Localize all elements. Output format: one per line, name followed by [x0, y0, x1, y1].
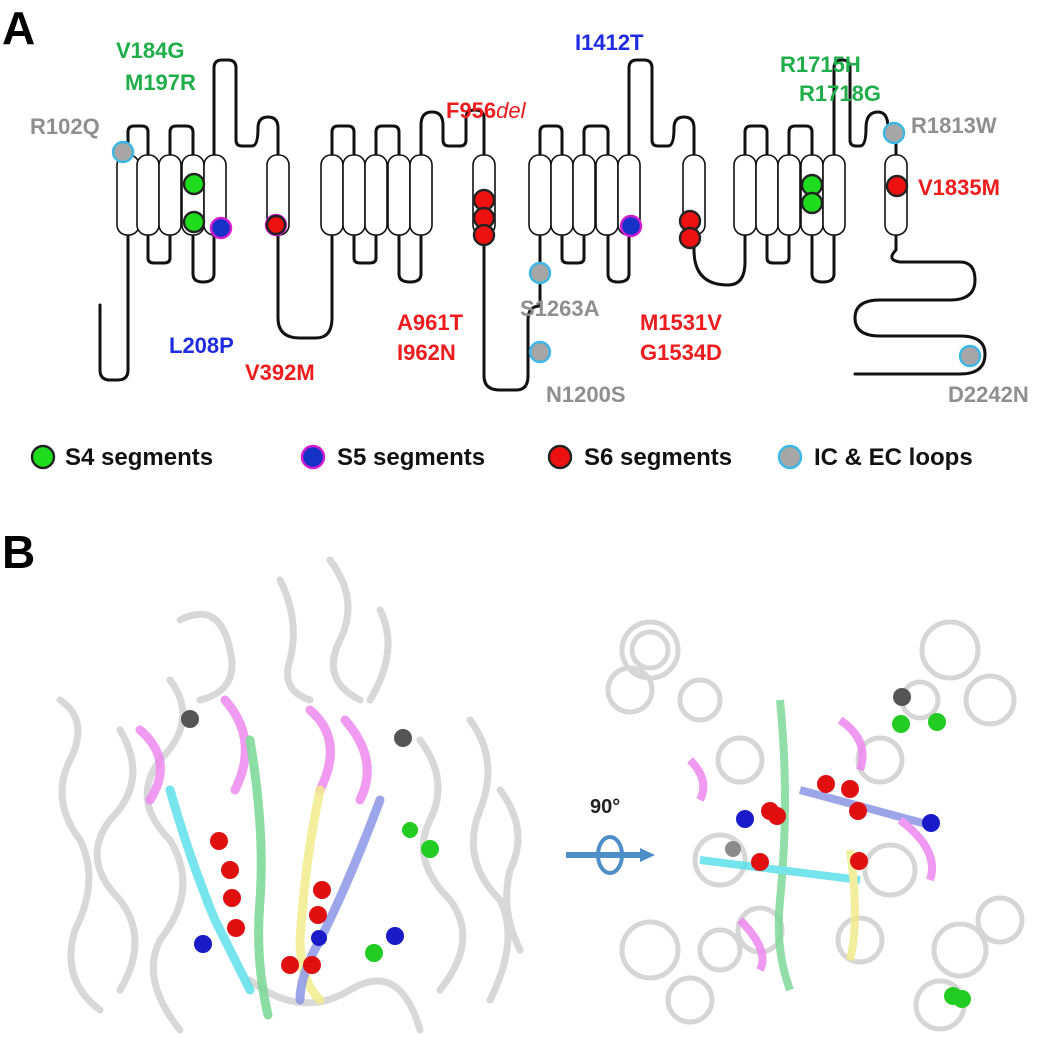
s6-dot — [472, 223, 496, 247]
mutation-dots — [111, 121, 982, 368]
legend-loop-label: IC & EC loops — [814, 444, 973, 471]
label-d2242n: D2242N — [948, 382, 1029, 407]
side-view-spheres — [181, 710, 439, 974]
label-v392m: V392M — [245, 360, 315, 385]
structure-side-view — [56, 556, 524, 1034]
label-i962n: I962N — [397, 340, 456, 365]
s4-dot — [182, 210, 206, 234]
loop-dot — [882, 121, 906, 145]
s6-sphere — [817, 775, 835, 793]
rotation-label: 90° — [590, 796, 620, 818]
loop-dot — [528, 340, 552, 364]
s6-sphere — [303, 956, 321, 974]
s4-sphere — [421, 840, 439, 858]
s6-dot — [265, 214, 287, 236]
s4-sphere — [402, 822, 418, 838]
label-v184g: V184G — [116, 38, 185, 63]
s6-sphere — [841, 780, 859, 798]
s6-sphere — [849, 802, 867, 820]
loop-dot — [528, 261, 552, 285]
label-l208p: L208P — [169, 333, 234, 358]
label-r1813w: R1813W — [911, 113, 997, 138]
s4-dot — [800, 191, 824, 215]
panel-b-label: B — [2, 526, 35, 578]
s4-sphere — [928, 713, 946, 731]
legend-s6-label: S6 segments — [584, 444, 732, 471]
s6-sphere — [227, 919, 245, 937]
label-i1412t: I1412T — [575, 30, 644, 55]
legend-s5-marker — [300, 444, 326, 470]
s6-sphere — [210, 832, 228, 850]
loop-sphere — [893, 688, 911, 706]
s6-sphere — [309, 906, 327, 924]
s6-sphere — [223, 889, 241, 907]
label-f956del: F956del — [446, 98, 527, 123]
s6-sphere — [850, 852, 868, 870]
s6-sphere — [751, 853, 769, 871]
loop-dot — [958, 344, 982, 368]
s4-sphere — [953, 990, 971, 1008]
s5-sphere — [736, 810, 754, 828]
s4-sphere — [365, 944, 383, 962]
s6-dot — [678, 226, 702, 250]
s5-sphere — [922, 814, 940, 832]
s6-sphere — [281, 956, 299, 974]
top-view-spheres — [725, 688, 971, 1008]
s4-dot — [182, 172, 206, 196]
legend-loop-marker — [777, 444, 803, 470]
label-m1531v: M1531V — [640, 310, 722, 335]
structure-top-view — [605, 619, 1025, 1032]
legend: S4 segments S5 segments S6 segments IC &… — [30, 444, 973, 471]
s5-sphere — [194, 935, 212, 953]
s5-sphere — [386, 927, 404, 945]
legend-s4-marker — [30, 444, 56, 470]
loop-sphere — [181, 710, 199, 728]
label-r1715h: R1715H — [780, 52, 861, 77]
s6-sphere — [221, 861, 239, 879]
s6-dot — [885, 174, 909, 198]
label-s1263a: S1263A — [520, 296, 600, 321]
panel-a-label: A — [2, 2, 35, 54]
legend-s5-label: S5 segments — [337, 444, 485, 471]
s6-sphere — [768, 807, 786, 825]
legend-s6-marker — [547, 444, 573, 470]
label-m197r: M197R — [125, 70, 196, 95]
loop-dot — [111, 140, 135, 164]
s5-sphere — [311, 930, 327, 946]
topology-backbone — [98, 58, 987, 392]
label-r1718g: R1718G — [799, 81, 881, 106]
rotation-indicator: 90° — [566, 796, 655, 875]
tm-segments — [116, 154, 908, 236]
s6-sphere — [313, 881, 331, 899]
label-g1534d: G1534D — [640, 340, 722, 365]
label-n1200s: N1200S — [546, 382, 626, 407]
legend-s4-label: S4 segments — [65, 444, 213, 471]
label-r102q: R102Q — [30, 114, 100, 139]
label-v1835m: V1835M — [918, 175, 1000, 200]
loop-sphere — [394, 729, 412, 747]
s5-dot — [619, 214, 643, 238]
s4-sphere — [892, 715, 910, 733]
label-a961t: A961T — [397, 310, 464, 335]
mutation-labels: V184G M197R R102Q L208P V392M F956del A9… — [30, 30, 1029, 407]
loop-sphere — [725, 841, 741, 857]
s5-dot — [209, 216, 233, 240]
